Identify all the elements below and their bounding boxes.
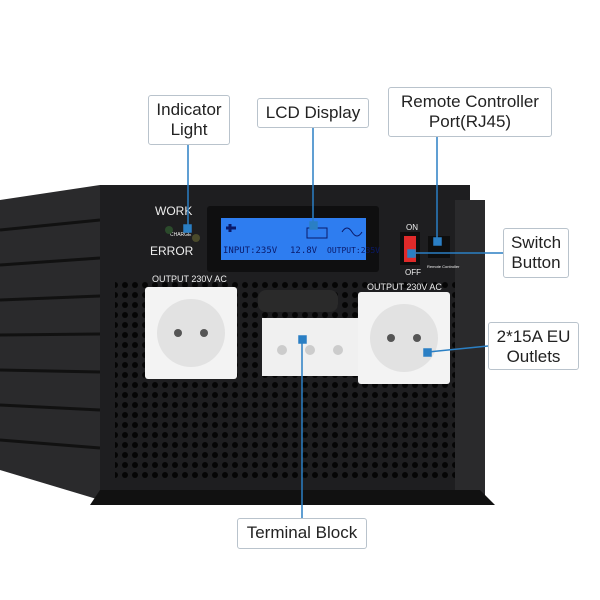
sine-wave-icon [341, 227, 363, 237]
power-switch[interactable] [404, 236, 416, 262]
remote-label: Remote Controller [427, 264, 460, 269]
error-led [192, 234, 200, 242]
work-label: WORK [155, 204, 192, 218]
eu-outlet-left[interactable] [145, 287, 237, 379]
callout-switch-button: Switch Button [503, 228, 569, 278]
error-label: ERROR [150, 244, 194, 258]
callout-eu-outlets: 2*15A EU Outlets [488, 322, 579, 370]
output-label-left: OUTPUT 230V AC [152, 274, 227, 284]
callout-terminal-block: Terminal Block [237, 518, 367, 549]
callout-lines [183, 128, 503, 518]
lcd-battery: 12.8V [290, 246, 318, 256]
side-heatsink [0, 185, 101, 500]
callout-remote-port: Remote Controller Port(RJ45) [388, 87, 552, 137]
off-label: OFF [405, 268, 421, 277]
eu-outlet-right[interactable] [358, 292, 450, 384]
lcd-screen [221, 218, 366, 260]
lcd-input: INPUT:235V [223, 246, 278, 256]
plug-icon [226, 224, 236, 232]
callout-indicator-light: Indicator Light [148, 95, 230, 145]
on-label: ON [406, 223, 418, 232]
output-label-right: OUTPUT 230V AC [367, 282, 442, 292]
lcd-output: OUTPUT:235V [327, 246, 380, 255]
charge-label: CHARGE [170, 232, 192, 238]
callout-lcd-display: LCD Display [257, 98, 369, 128]
work-led [165, 226, 173, 234]
terminal-block[interactable] [258, 290, 358, 376]
